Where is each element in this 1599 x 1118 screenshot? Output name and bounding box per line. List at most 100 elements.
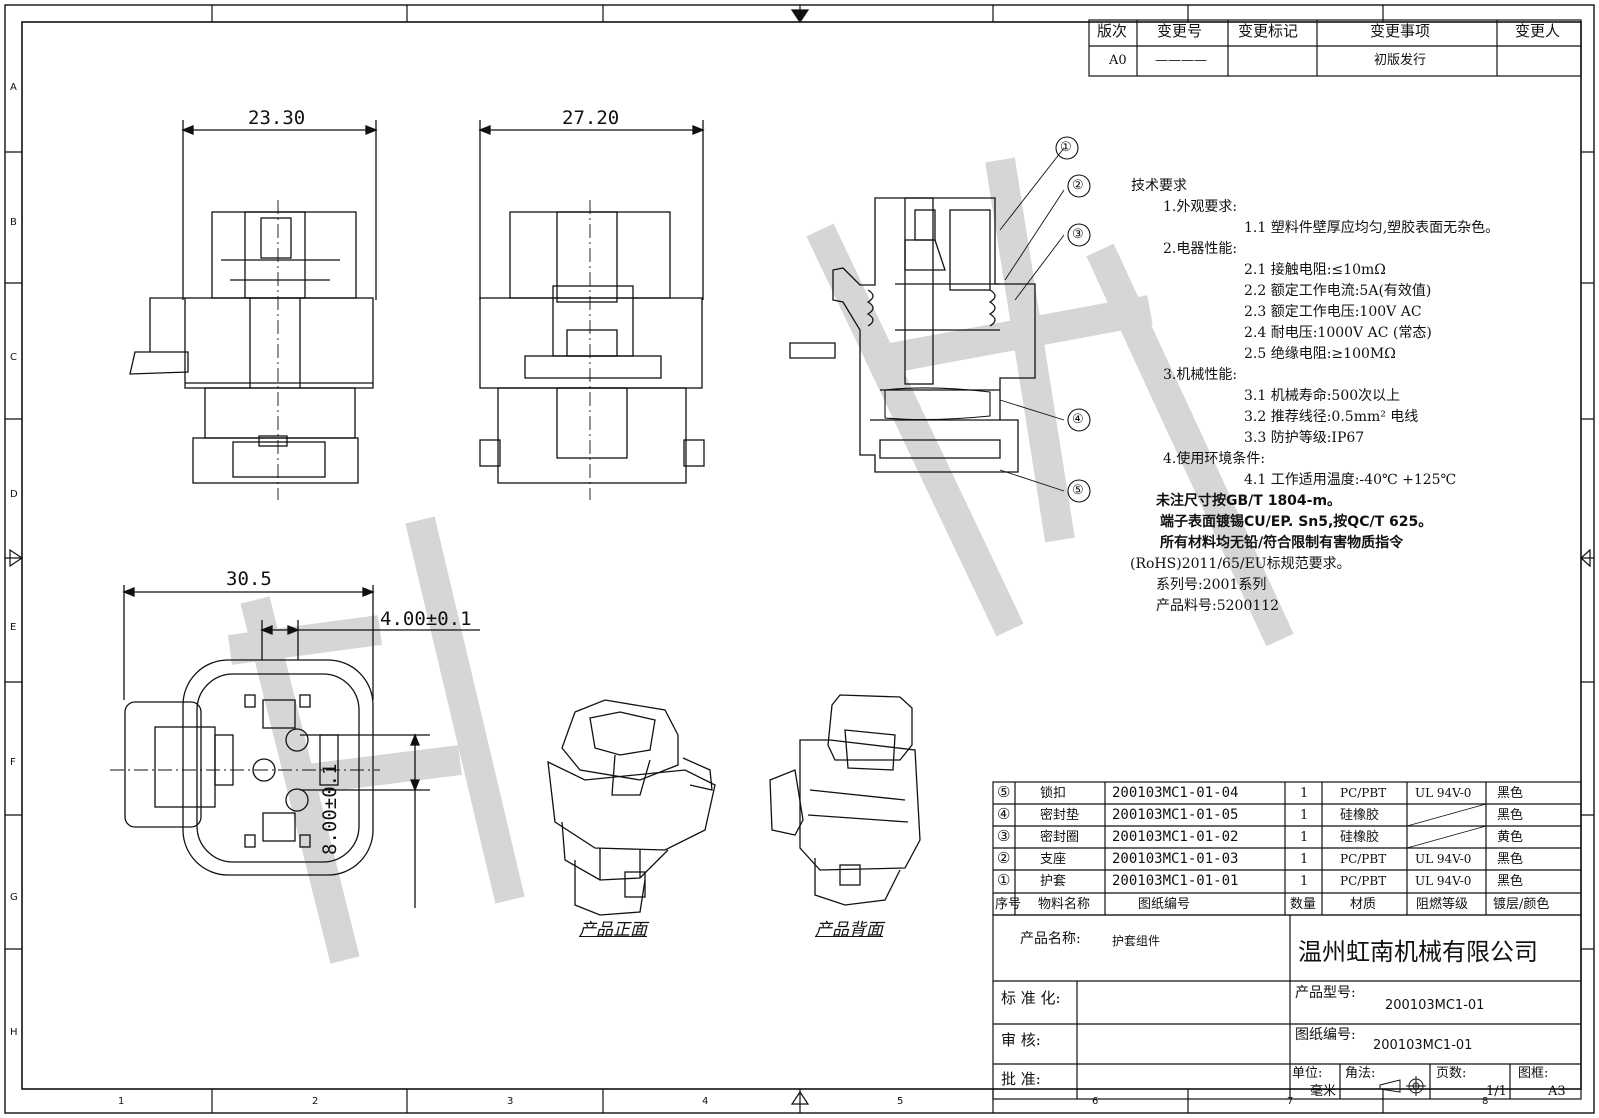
section-view (789, 147, 1065, 492)
bom-row-color: 黑色 (1497, 786, 1524, 801)
tech-title: 技术要求 (1131, 178, 1187, 194)
tech-line: 3.机械性能: (1163, 367, 1238, 383)
revision-change-no: ———— (1155, 53, 1207, 68)
tech-line: 1.1 塑料件壁厚应均匀,塑胶表面无杂色。 (1244, 220, 1500, 236)
bom-header-material: 材质 (1350, 897, 1377, 912)
bom-row-no: ③ (997, 827, 1011, 845)
mating-face-view (110, 585, 480, 908)
approve-label: 批 准: (1001, 1070, 1041, 1088)
callout-circles (1055, 136, 1091, 503)
tech-line: 2.电器性能: (1163, 241, 1238, 257)
tech-line: 2.4 耐电压:1000V AC (常态) (1244, 325, 1432, 341)
revision-header-person: 变更人 (1515, 22, 1561, 40)
bom-row-code: 200103MC1-01-05 (1112, 807, 1239, 823)
model-label: 产品型号: (1295, 985, 1356, 1001)
revision-version: A0 (1109, 53, 1127, 68)
bom-row-material: 硅橡胶 (1340, 808, 1380, 823)
tech-line: 系列号:2001系列 (1156, 577, 1267, 593)
bom-row-qty: 1 (1300, 874, 1309, 889)
col-marker: 6 (1092, 1096, 1099, 1107)
bom-row-flame: UL 94V-0 (1415, 852, 1472, 866)
row-marker: H (10, 1027, 18, 1038)
bom-row-material: PC/PBT (1340, 786, 1387, 800)
review-label: 审 核: (1001, 1031, 1041, 1049)
tech-line: 2.3 额定工作电压:100V AC (1244, 304, 1422, 320)
col-marker: 2 (312, 1096, 319, 1107)
dimension-pitch-horizontal: 4.00±0.1 (380, 608, 472, 630)
tech-line: (RoHS)2011/65/EU标规范要求。 (1130, 556, 1351, 572)
bom-row-flame: UL 94V-0 (1415, 874, 1472, 888)
bom-row-name: 支座 (1040, 852, 1067, 867)
tech-line: 4.使用环境条件: (1163, 451, 1266, 467)
callout-2: ② (1072, 178, 1084, 193)
col-marker: 3 (507, 1096, 514, 1107)
revision-header-version: 版次 (1097, 22, 1128, 40)
bom-row-qty: 1 (1300, 808, 1309, 823)
bom-row-qty: 1 (1300, 786, 1309, 801)
tech-line: 未注尺寸按GB/T 1804-m。 (1156, 493, 1342, 509)
tech-line: 4.1 工作适用温度:-40℃ +125℃ (1244, 472, 1457, 488)
dimension-bottom-width: 30.5 (226, 568, 272, 590)
row-marker: F (10, 757, 16, 768)
callout-5: ⑤ (1072, 483, 1084, 498)
dimension-pitch-vertical: 8.00±0.1 (319, 763, 341, 855)
inner-frame (21, 21, 1582, 1090)
side-view (478, 120, 705, 500)
row-marker: A (10, 82, 17, 93)
model-value: 200103MC1-01 (1385, 998, 1485, 1013)
front-view (129, 120, 378, 500)
tech-line: 3.3 防护等级:IP67 (1244, 430, 1365, 446)
back-view-label: 产品背面 (815, 920, 883, 940)
row-marker: D (10, 489, 18, 500)
bom-header-code: 图纸编号 (1138, 897, 1191, 912)
bom-row-color: 黑色 (1497, 852, 1524, 867)
bom-row-name: 护套 (1040, 874, 1067, 889)
page-value: 1/1 (1486, 1084, 1507, 1099)
iso-back-view (769, 694, 921, 906)
bom-row-color: 黑色 (1497, 874, 1524, 889)
col-marker: 4 (702, 1096, 709, 1107)
bom-row-qty: 1 (1300, 830, 1309, 845)
callout-1: ① (1060, 140, 1072, 155)
row-marker: E (10, 622, 17, 633)
watermark-strokes (228, 157, 1294, 964)
bom-header-flame: 阻燃等级 (1416, 897, 1469, 912)
bom-row-no: ② (997, 849, 1011, 867)
iso-front-view (547, 699, 716, 916)
revision-table-lines (1088, 19, 1582, 77)
drawing-no-value: 200103MC1-01 (1373, 1038, 1473, 1053)
row-marker: B (10, 217, 17, 228)
company-name: 温州虹南机械有限公司 (1298, 938, 1538, 966)
revision-header-item: 变更事项 (1370, 22, 1431, 40)
tech-line: 2.5 绝缘电阻:≥100MΩ (1244, 346, 1396, 362)
revision-header-change-no: 变更号 (1157, 22, 1203, 40)
bom-header-name: 物料名称 (1038, 897, 1091, 912)
tech-line: 1.外观要求: (1163, 199, 1238, 215)
product-name-label: 产品名称: (1020, 931, 1081, 947)
col-marker: 7 (1287, 1096, 1294, 1107)
bom-header-color: 镀层/颜色 (1493, 897, 1550, 912)
row-marker: G (10, 892, 18, 903)
bom-row-name: 密封圈 (1040, 830, 1080, 845)
col-marker: 5 (897, 1096, 904, 1107)
tech-line: 2.1 接触电阻:≤10mΩ (1244, 262, 1386, 278)
bom-row-name: 密封垫 (1040, 808, 1080, 823)
bom-row-name: 锁扣 (1040, 786, 1067, 801)
bom-row-no: ⑤ (997, 783, 1011, 801)
projection-symbol (1379, 1076, 1426, 1096)
bom-row-code: 200103MC1-01-02 (1112, 829, 1239, 845)
col-marker: 1 (118, 1096, 125, 1107)
bom-row-no: ④ (997, 805, 1011, 823)
bom-row-material: PC/PBT (1340, 874, 1387, 888)
angle-label: 角法: (1345, 1066, 1376, 1081)
bom-row-color: 黑色 (1497, 808, 1524, 823)
revision-item: 初版发行 (1374, 53, 1427, 68)
bom-row-qty: 1 (1300, 852, 1309, 867)
front-view-label: 产品正面 (579, 920, 647, 940)
row-marker: C (10, 352, 17, 363)
revision-header-mark: 变更标记 (1238, 22, 1299, 40)
bom-header-no: 序号 (995, 897, 1022, 912)
standard-label: 标 准 化: (1001, 989, 1061, 1007)
dimension-side-width: 27.20 (562, 107, 620, 129)
